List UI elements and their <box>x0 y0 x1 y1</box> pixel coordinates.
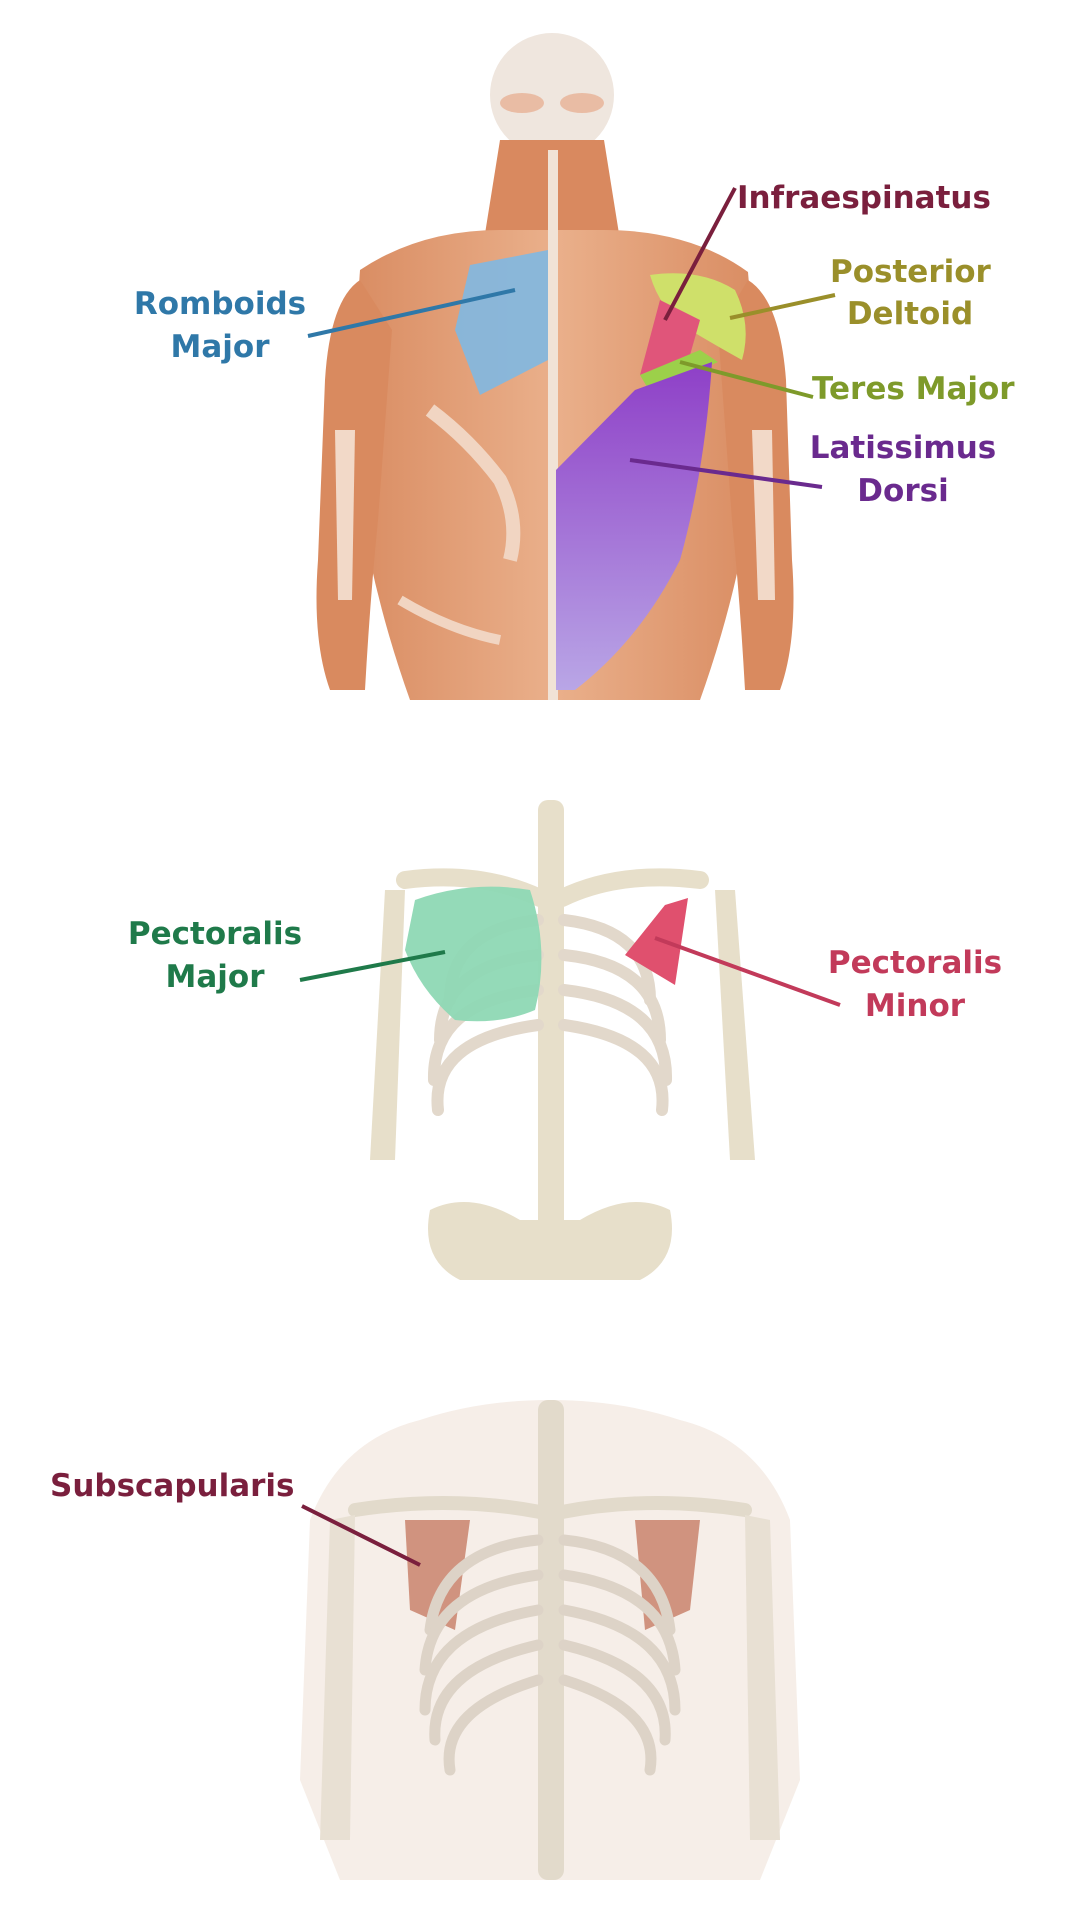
infraspinatus-label: Infraespinatus <box>737 180 991 216</box>
infraspinatus-leader <box>663 187 737 321</box>
pec-minor-label-line1: Pectoralis <box>827 945 1003 981</box>
latissimus-label-line2: Dorsi <box>857 473 949 509</box>
subscapularis-label: Subscapularis <box>50 1468 295 1504</box>
ribcage-illustration <box>300 1400 800 1880</box>
teres-major-label: Teres Major <box>812 371 1015 407</box>
subscapularis-leader <box>301 1504 421 1567</box>
back-muscles-illustration <box>307 33 836 700</box>
rhomboids-leader <box>307 288 516 338</box>
pec-major-label-line1: Pectoralis <box>127 916 303 952</box>
right-humerus-shape <box>715 890 755 1160</box>
latissimus-label-line1: Latissimus <box>809 430 997 466</box>
posterior-deltoid-label-line2: Deltoid <box>846 296 974 332</box>
pec-minor-leader <box>654 936 841 1007</box>
left-humerus-shape <box>370 890 405 1160</box>
pec-major-leader <box>299 950 446 982</box>
latissimus-leader <box>629 458 823 489</box>
pectoralis-minor-shape <box>625 898 688 985</box>
rhomboids-label-line2: Major <box>170 329 270 365</box>
left-arm-shape <box>316 280 392 690</box>
pectoralis-major-shape <box>405 886 542 1022</box>
head-shape <box>490 33 614 157</box>
teres-major-leader <box>679 360 814 399</box>
rhomboids-major-shape <box>455 250 548 395</box>
posterior-deltoid-shape <box>650 273 746 360</box>
rhomboids-label-line1: Romboids <box>133 286 307 322</box>
chest-skeleton-illustration <box>299 800 841 1280</box>
posterior-deltoid-leader <box>729 293 836 320</box>
posterior-deltoid-label-line1: Posterior <box>830 254 991 290</box>
ribcage-panel: Subscapularis <box>0 1400 1080 1900</box>
pelvis-shape <box>428 1202 672 1280</box>
pec-major-label-line2: Major <box>165 959 265 995</box>
latissimus-dorsi-shape <box>556 362 712 690</box>
subscapularis-right-shape <box>635 1520 700 1630</box>
back-muscles-panel: Infraespinatus Posterior Deltoid Teres M… <box>0 0 1080 720</box>
pec-minor-label-line2: Minor <box>864 988 966 1024</box>
chest-skeleton-panel: Pectoralis Major Pectoralis Minor <box>0 780 1080 1300</box>
